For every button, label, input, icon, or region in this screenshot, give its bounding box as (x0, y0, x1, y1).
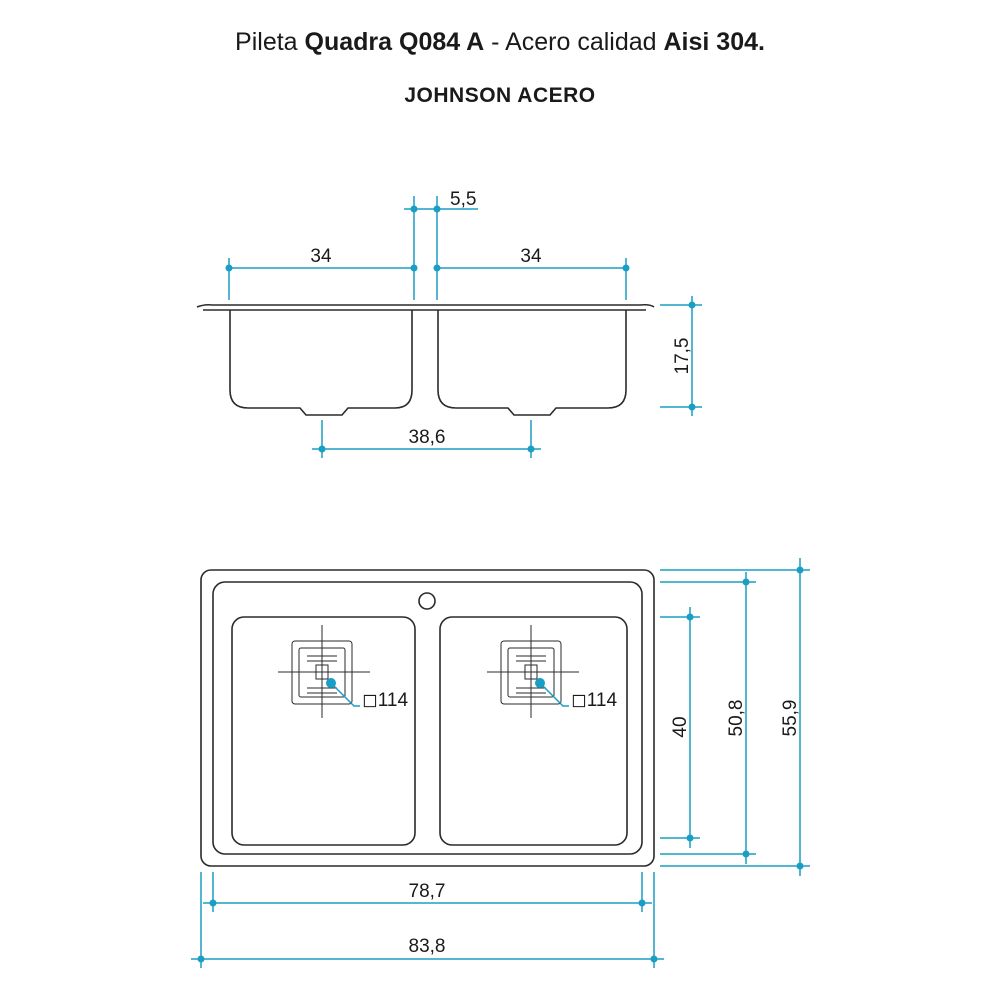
dim-drain-spacing (312, 420, 541, 458)
dim-label-bowl-right-width: 34 (520, 246, 542, 267)
dim-depth (660, 296, 702, 416)
dim-label-bowl-left-width: 34 (310, 246, 332, 267)
top-view-sink-outline (200, 569, 655, 867)
title-model: Quadra Q084 A (304, 28, 485, 56)
dim-outer-depth (660, 558, 810, 876)
drain-right-size-label: ◻114 (571, 690, 617, 711)
dim-label-bowl-depth: 40 (670, 716, 691, 737)
title-prefix: Pileta (235, 28, 305, 56)
title-grade: Aisi 304. (663, 28, 765, 56)
dim-label-inner-width: 78,7 (409, 881, 446, 902)
dim-label-divider-width: 5,5 (450, 189, 476, 210)
product-title: Pileta Quadra Q084 A - Acero calidad Ais… (0, 28, 1000, 57)
dim-label-outer-depth: 55,9 (780, 700, 801, 737)
dim-inner-width (203, 872, 652, 912)
dim-bowl-right-width (433, 258, 630, 300)
title-middle: - Acero calidad (484, 28, 664, 56)
dim-label-drain-spacing: 38,6 (409, 427, 446, 448)
dim-bowl-depth (660, 607, 700, 848)
dim-label-inner-depth: 50,8 (726, 700, 747, 737)
dim-label-outer-width: 83,8 (409, 936, 446, 957)
dim-bowl-left-width (225, 258, 418, 300)
drain-left-size-label: ◻114 (362, 690, 408, 711)
drain-right (487, 625, 579, 718)
dim-divider-width (404, 196, 478, 258)
brand-name: JOHNSON ACERO (404, 84, 596, 107)
dim-inner-depth (660, 572, 756, 864)
dim-outer-width (191, 872, 664, 968)
drain-left (278, 625, 370, 718)
dim-label-depth: 17,5 (672, 338, 693, 375)
side-view-sink-outline (196, 303, 655, 416)
